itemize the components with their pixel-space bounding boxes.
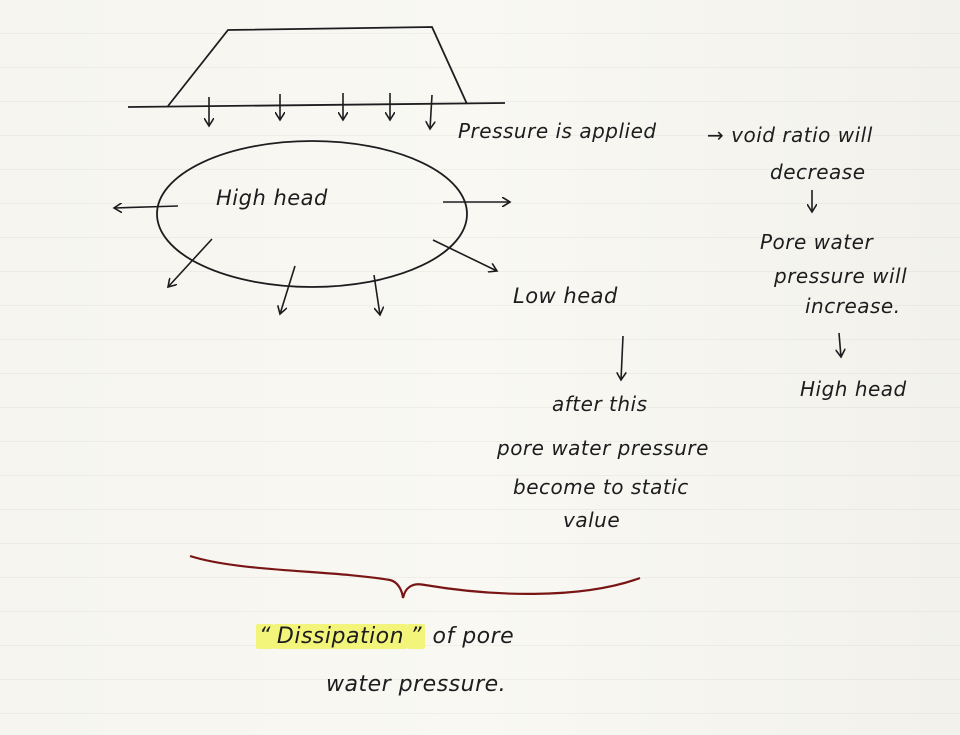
- flow-arrow: [280, 265, 296, 314]
- dissipation-term: Dissipation: [273, 624, 408, 649]
- open-quote: “: [256, 624, 274, 649]
- conclusion-rest: of pore: [432, 624, 515, 649]
- chain-arrow-2: [839, 332, 841, 357]
- chain-step-decrease: decrease: [770, 160, 866, 184]
- chain-step-pore-water: Pore water: [760, 230, 874, 254]
- close-quote: ”: [407, 624, 425, 649]
- after-line-2: pore water pressure: [497, 436, 709, 460]
- ground-line: [127, 102, 506, 108]
- chain-step-increase: increase.: [805, 294, 901, 318]
- chain-step-void-ratio: → void ratio will: [707, 123, 873, 147]
- conclusion-line-1: “Dissipation” of pore: [256, 624, 514, 649]
- flow-arrow: [114, 206, 179, 208]
- high-head-zone: [156, 140, 468, 288]
- load-arrow: [430, 94, 432, 129]
- flow-arrow: [373, 274, 380, 315]
- curly-brace: [189, 554, 641, 599]
- load-arrows: [209, 93, 432, 129]
- chain-step-pressure-will: pressure will: [774, 264, 908, 288]
- conclusion-line-2: water pressure.: [326, 672, 507, 697]
- flow-arrow: [168, 238, 213, 287]
- embankment-load: [167, 26, 468, 107]
- chain-step-high-head: High head: [800, 377, 907, 401]
- chain-step-pressure: Pressure is applied: [458, 119, 657, 143]
- after-line-1: after this: [552, 392, 648, 416]
- outside-label: Low head: [513, 284, 618, 308]
- after-line-4: value: [563, 508, 621, 532]
- flow-arrow: [432, 239, 497, 271]
- flow-arrows: [114, 202, 510, 315]
- after-line-3: become to static: [513, 475, 689, 499]
- chain-arrow-3: [621, 335, 623, 380]
- ellipse-label: High head: [216, 186, 328, 210]
